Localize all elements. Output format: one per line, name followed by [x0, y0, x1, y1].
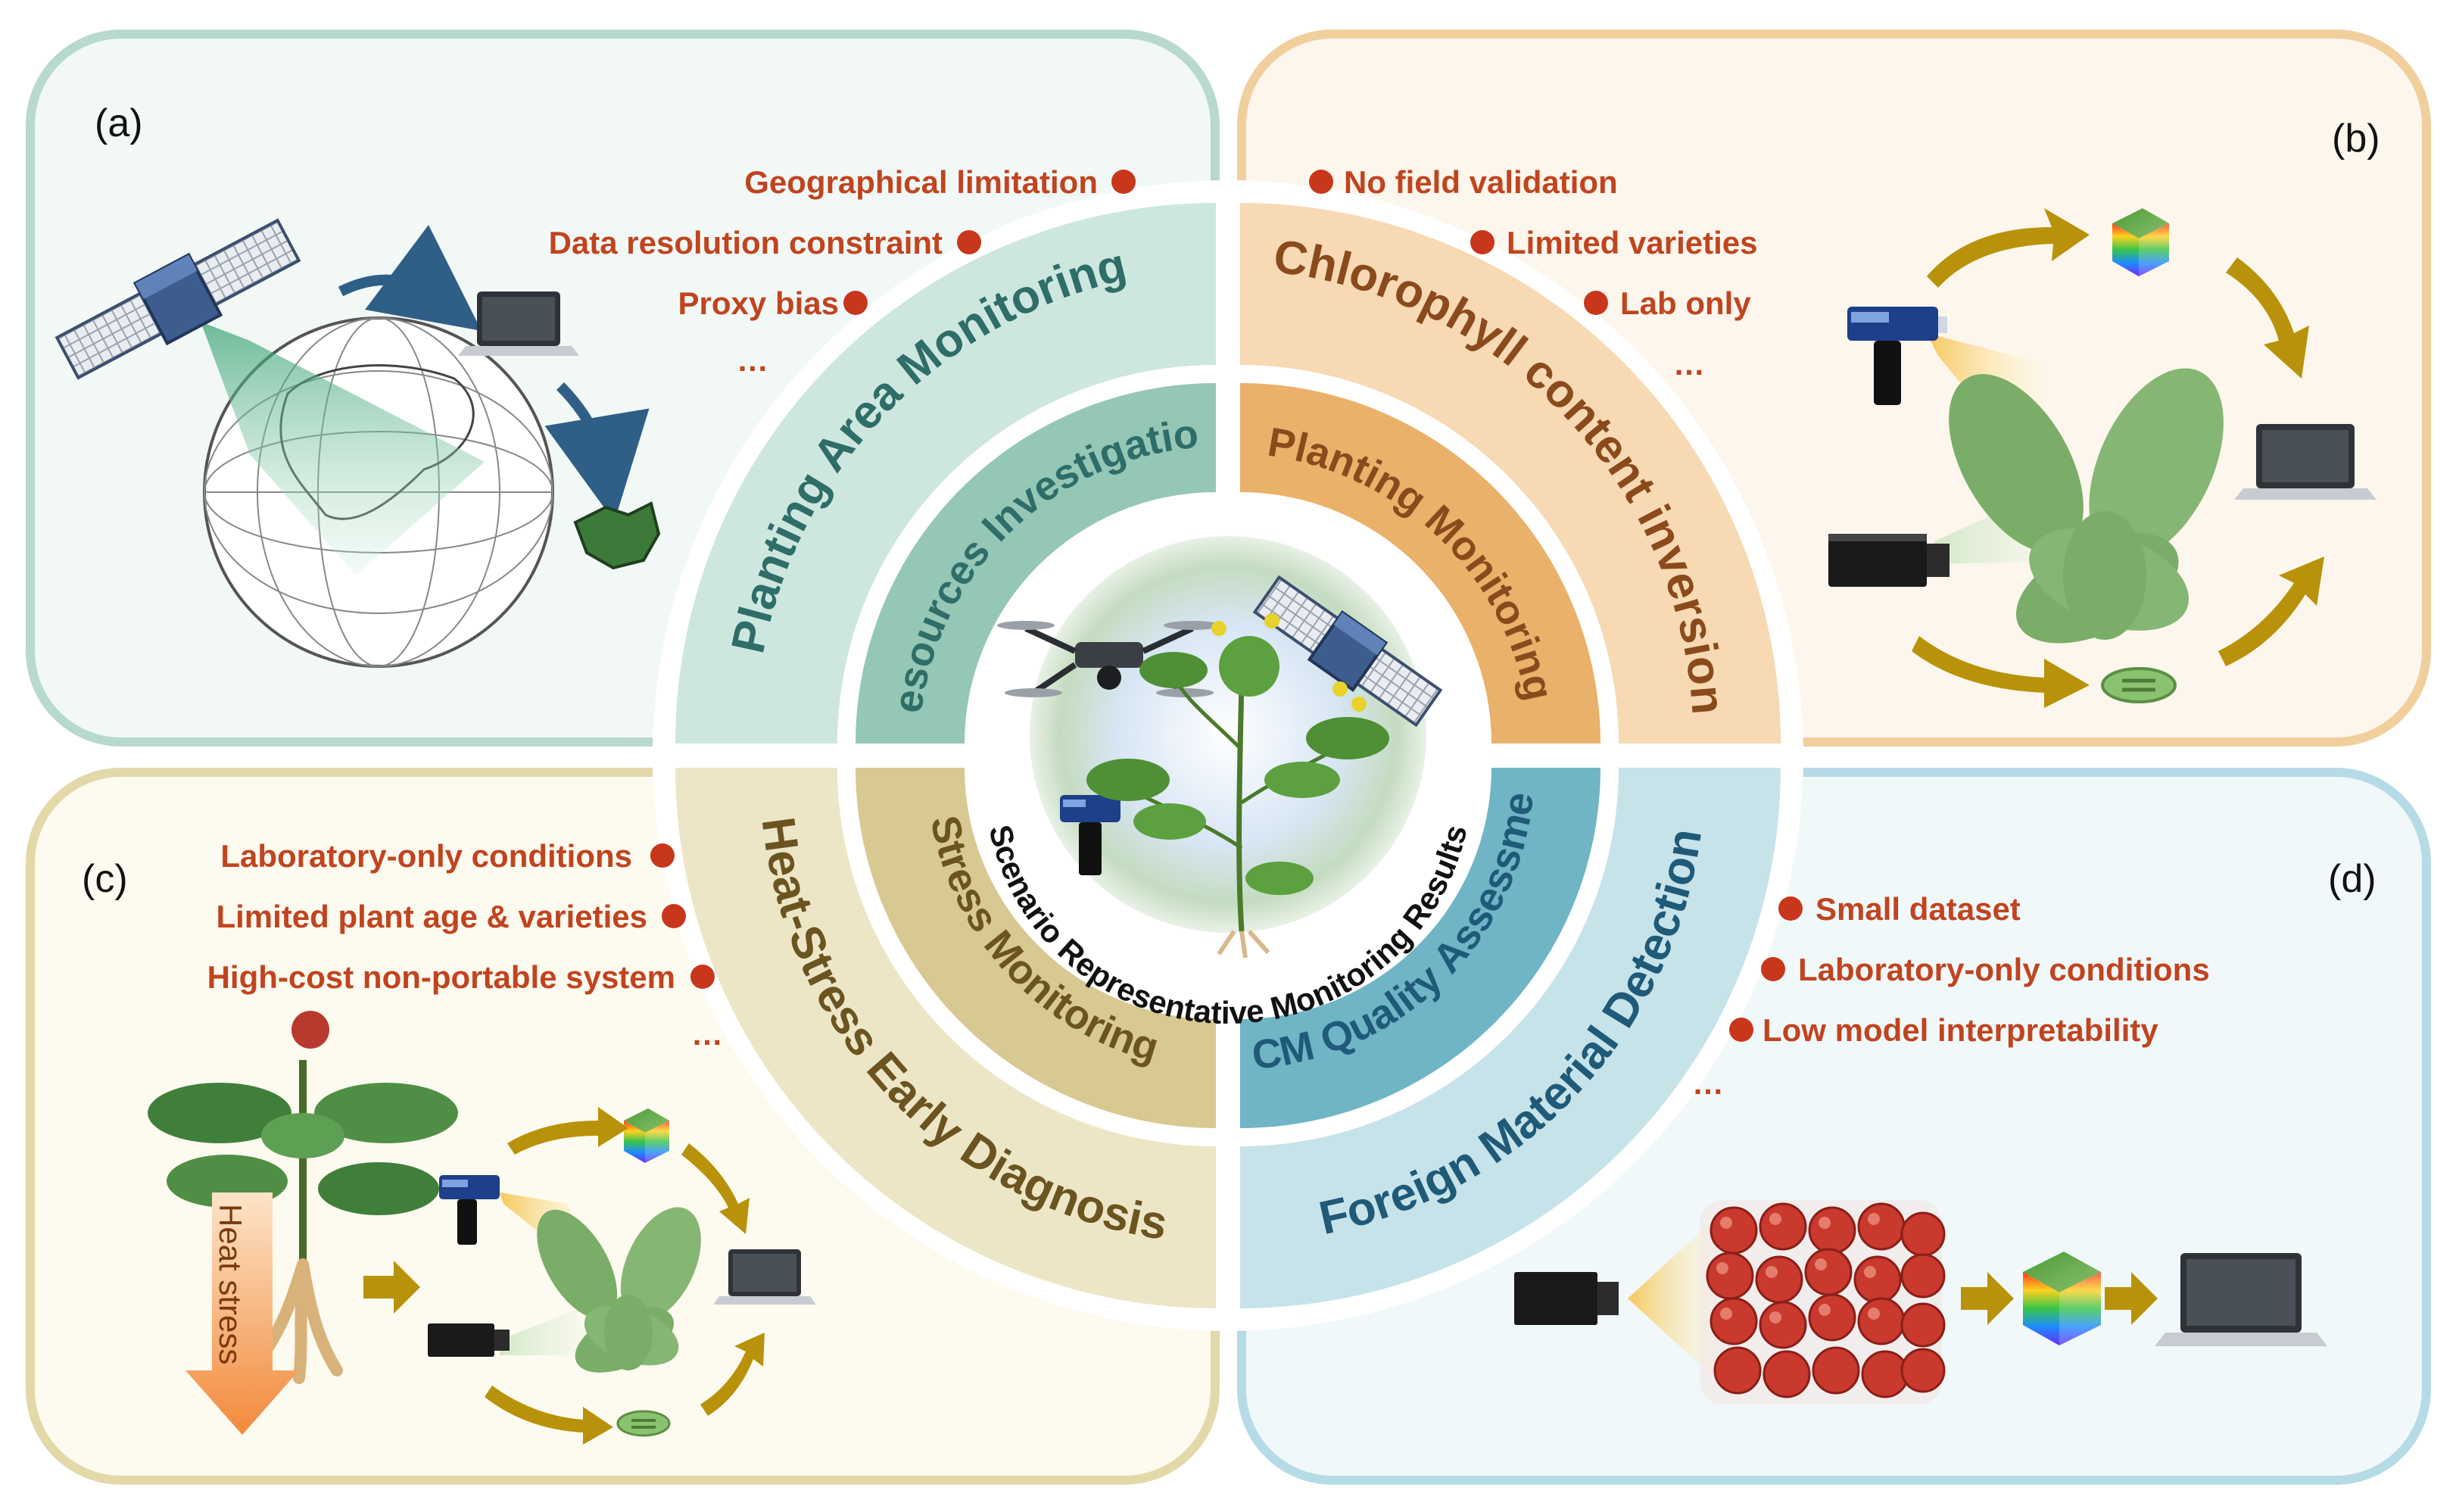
panel-a-label: (a): [95, 101, 143, 145]
hyperspectral-cube-icon: [2112, 208, 2169, 276]
limitation-c-1: Laboratory-only conditions: [220, 838, 632, 874]
camera-beam-d: [1628, 1215, 1719, 1382]
satellite-icon: [55, 218, 301, 380]
bullet-c-1: [650, 843, 675, 868]
ellipsis-b: …: [1673, 346, 1705, 382]
cycle-arrows-b: [1912, 208, 2324, 708]
inner-sector-c: [856, 768, 1216, 1128]
central-ring-diagram: [653, 180, 1803, 1331]
spectrometer-icon: [1847, 307, 1947, 405]
camera-icon: [428, 1323, 510, 1357]
satellite-icon-center: [1252, 575, 1443, 728]
camera-beam-c: [500, 1310, 598, 1355]
panel-b-content: (b) No field validation Limited varietie…: [1309, 117, 2380, 708]
bullet-a-2: [957, 230, 981, 254]
bullet-d-1: [1778, 896, 1803, 921]
arrow-c-straight: [363, 1261, 420, 1314]
limitation-a-1: Geographical limitation: [744, 164, 1098, 200]
bullet-a-1: [1111, 170, 1136, 194]
arrow-d-1: [1961, 1272, 2014, 1325]
limitation-b-1: No field validation: [1344, 164, 1618, 200]
outer-sector-a: [675, 203, 1216, 744]
bullet-d-2: [1761, 957, 1785, 981]
ellipsis-d: …: [1692, 1065, 1724, 1101]
bullet-c-2: [662, 904, 686, 928]
heat-stress-label: Heat stress: [213, 1204, 248, 1364]
herb-plant-icon: [1086, 613, 1389, 959]
bullet-b-2: [1470, 230, 1494, 254]
dried-fruit-sample-icon: [1700, 1200, 1946, 1404]
outer-sector-d: [1240, 768, 1781, 1308]
limitation-c-3: High-cost non-portable system: [207, 959, 675, 995]
limitation-d-3: Low model interpretability: [1763, 1012, 2158, 1048]
bullet-b-3: [1584, 291, 1608, 315]
bullet-c-3: [690, 965, 715, 989]
camera-icon: [1514, 1272, 1619, 1325]
heat-stress-arrow: [185, 1192, 299, 1435]
ellipsis-a: …: [737, 342, 768, 378]
spectrometer-icon: [439, 1175, 500, 1245]
cycle-arrows-c: [485, 1107, 765, 1445]
sensor-beam: [201, 322, 485, 575]
bullet-a-3: [843, 291, 868, 315]
bullet-b-1: [1309, 170, 1333, 194]
arrow-a-2: [544, 382, 650, 522]
panel-c-label: (c): [82, 857, 128, 901]
limitation-a-3: Proxy bias: [678, 285, 839, 321]
outer-sector-b: [1240, 203, 1781, 744]
panel-c-content: (c) Laboratory-only conditions Limited p…: [82, 838, 816, 1445]
panel-d-content: (d) Small dataset Laboratory-only condit…: [1514, 857, 2377, 1404]
limitation-b-3: Lab only: [1620, 285, 1751, 321]
panel-a-content: (a) Geographical limitation Data resolut…: [55, 101, 1136, 668]
ellipsis-c: …: [691, 1016, 723, 1052]
limitation-d-1: Small dataset: [1816, 891, 2021, 927]
arrow-a-1: [338, 225, 482, 331]
map-patch-icon: [573, 501, 661, 570]
limitation-b-2: Limited varieties: [1507, 225, 1757, 260]
panel-b-label: (b): [2332, 117, 2380, 161]
inner-sector-d: [1240, 768, 1600, 1128]
laptop-icon: [713, 1249, 816, 1305]
inner-sector-a: [856, 383, 1216, 744]
chloroplast-icon: [2101, 667, 2177, 703]
chloroplast-icon: [616, 1410, 671, 1437]
camera-icon: [1828, 534, 1950, 587]
limitation-a-2: Data resolution constraint: [549, 225, 943, 260]
limitation-d-2: Laboratory-only conditions: [1798, 952, 2210, 987]
laptop-icon: [2234, 424, 2377, 500]
leaf-icon: [1949, 368, 2224, 644]
leaf-icon: [537, 1207, 701, 1373]
laptop-icon: [458, 291, 579, 356]
outer-sector-c: [675, 768, 1216, 1308]
arrow-d-2: [2105, 1272, 2158, 1325]
inner-sector-b: [1240, 383, 1600, 744]
limitation-c-2: Limited plant age & varieties: [216, 899, 647, 934]
spectrometer-icon-center: [1060, 795, 1120, 875]
hyperspectral-cube-icon: [624, 1108, 669, 1163]
panel-d-label: (d): [2328, 857, 2377, 901]
hyperspectral-cube-icon: [2023, 1252, 2101, 1345]
laptop-icon: [2155, 1253, 2327, 1346]
bullet-d-3: [1729, 1018, 1753, 1042]
